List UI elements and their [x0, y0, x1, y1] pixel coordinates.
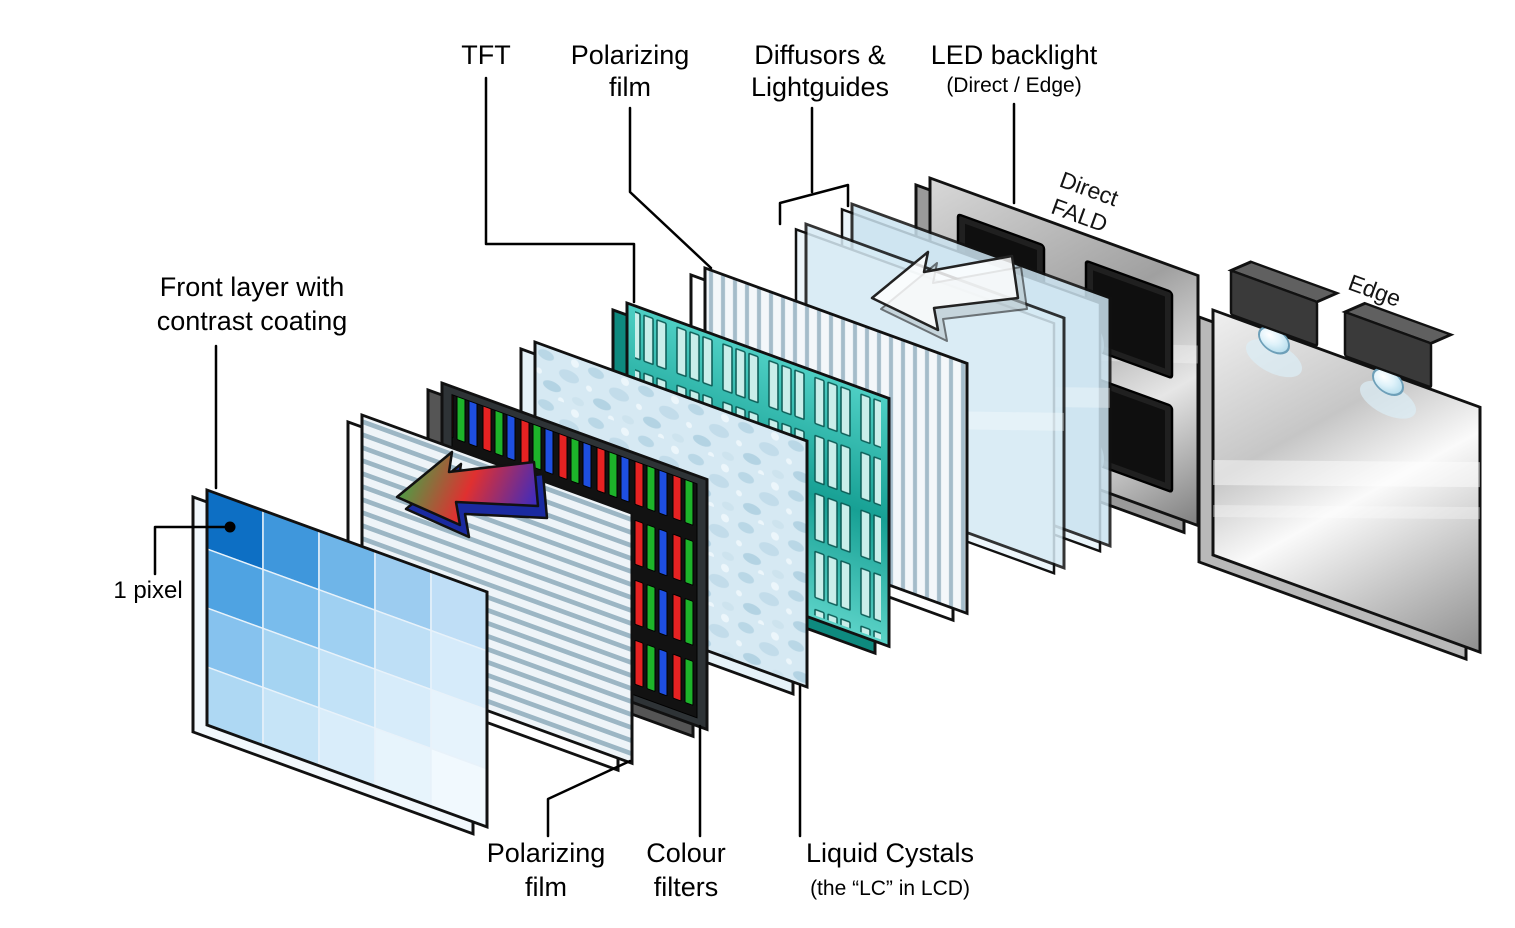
tft-label: TFT: [461, 40, 510, 70]
edge-panel-gloss: [1213, 460, 1480, 488]
front-layer-label-2: contrast coating: [157, 306, 348, 336]
pixel-grid: [206, 488, 488, 828]
diffusors-label-2: Lightguides: [751, 72, 889, 102]
edge-led-glow: [1246, 339, 1302, 378]
polarizing-film-top-label-2: film: [609, 72, 651, 102]
one-pixel-leader-line: [153, 525, 226, 576]
edge-led-module: [1341, 301, 1455, 389]
colour-filters-label-2: filters: [654, 872, 719, 902]
led-backlight-label: LED backlight: [931, 40, 1098, 70]
light-direction-arrow: [870, 250, 1028, 342]
led-backlight-sublabel: (Direct / Edge): [946, 74, 1081, 97]
diffusors-bracket: [778, 183, 850, 226]
polarizing-bottom-leader-line: [546, 759, 632, 838]
edge-panel-gloss-2: [1213, 505, 1480, 520]
front-layer-outline: [205, 487, 489, 829]
edge-led-module: [1227, 260, 1341, 347]
one-pixel-marker-dot: [224, 521, 236, 533]
liquid-crystals-label: Liquid Cystals: [806, 838, 974, 868]
polarizing-top-leader-line: [628, 106, 713, 270]
polarizing-film-bottom-label-2: film: [525, 872, 567, 902]
one-pixel-label: 1 pixel: [113, 577, 182, 604]
polarizing-film-top-label-1: Polarizing: [571, 40, 690, 70]
rainbow-light-arrow: [395, 450, 549, 539]
front-layer-label-1: Front layer with: [160, 272, 345, 302]
tft-leader-line: [484, 76, 636, 304]
annotations: TFT Polarizing film Diffusors & Lightgui…: [113, 40, 1404, 902]
diffusors-label-1: Diffusors &: [754, 40, 886, 70]
colour-filters-label-1: Colour: [646, 838, 726, 868]
liquid-crystals-sublabel: (the “LC” in LCD): [810, 877, 970, 900]
edge-led-glow: [1360, 380, 1416, 419]
edge-panel-face: [1211, 307, 1482, 655]
direct-fald-label-group: Direct FALD: [1048, 166, 1122, 237]
polarizing-film-bottom-label-1: Polarizing: [487, 838, 606, 868]
front-layer-panel: [191, 487, 489, 836]
edge-backlight-panel: [1197, 260, 1482, 662]
